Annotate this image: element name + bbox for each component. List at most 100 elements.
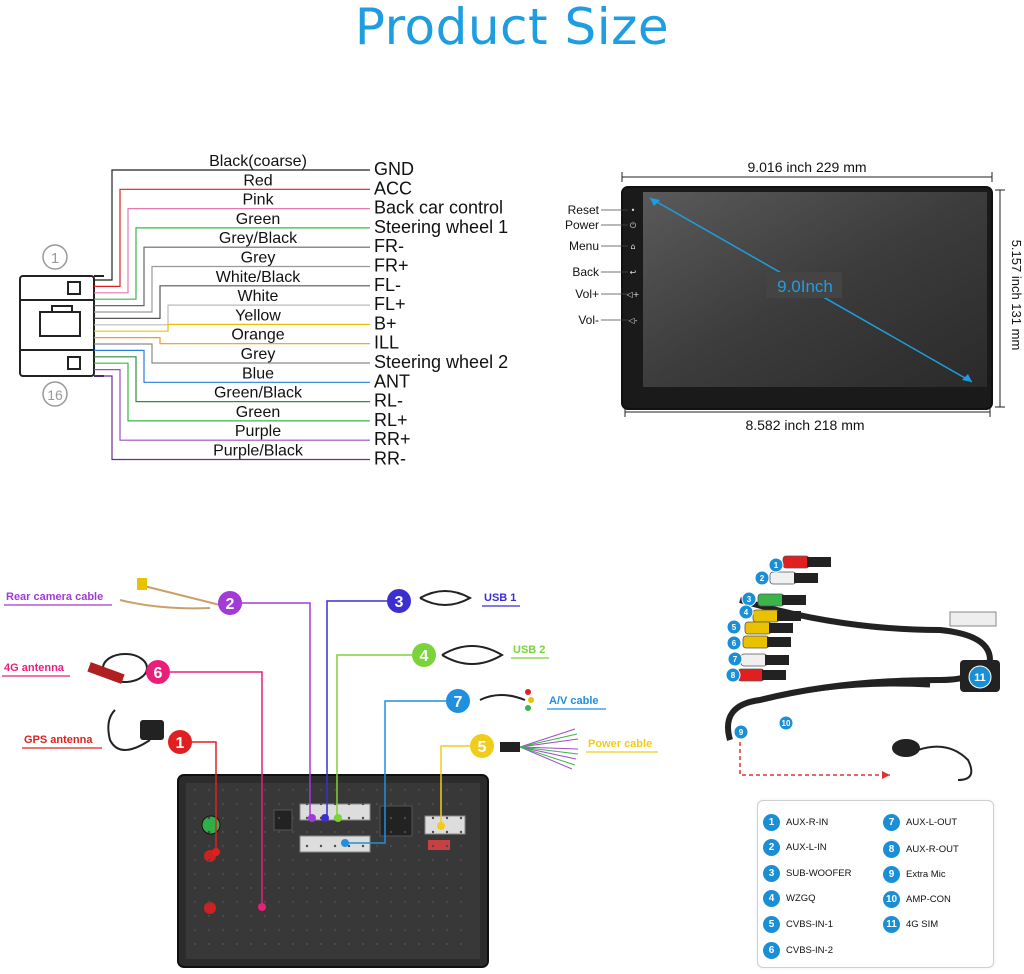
rear-camera-cable-icon	[119, 578, 221, 610]
rca-plug	[757, 593, 785, 607]
wire-pin-label: RL-	[374, 391, 403, 411]
connection-badge	[387, 589, 411, 613]
wire-color-label: White	[238, 288, 279, 305]
legend-number-badge: 3	[763, 865, 780, 882]
connection-label: Rear camera cable	[6, 591, 103, 603]
connection-line	[440, 745, 470, 826]
legend-number-badge: 6	[763, 942, 780, 959]
wire-color-label: Green	[236, 404, 280, 421]
hw-button-icon[interactable]: •	[631, 206, 636, 215]
legend-number-badge: 2	[763, 839, 780, 856]
legend-number-badge: 5	[763, 916, 780, 933]
harness-marker-number: 2	[760, 574, 765, 583]
harness-marker	[768, 557, 784, 573]
wire-pin-label: Steering wheel 1	[374, 217, 508, 237]
connection-badge-number: 6	[154, 665, 163, 682]
width-label: 9.016 inch 229 mm	[747, 159, 866, 175]
harness-marker	[725, 667, 741, 683]
bottom-label: 8.582 inch 218 mm	[745, 417, 864, 433]
av-port-block	[299, 835, 371, 853]
hw-button-icon[interactable]: ↩	[630, 268, 637, 277]
harness-marker	[726, 619, 742, 635]
connection-line	[336, 654, 412, 817]
connection-label: A/V cable	[549, 695, 599, 707]
harness-marker	[778, 715, 794, 731]
harness-marker-number: 6	[732, 639, 737, 648]
legend-item: 2 AUX-L-IN	[763, 839, 827, 856]
harness-marker	[733, 724, 749, 740]
4g-antenna-icon	[87, 653, 148, 684]
connection-badge	[218, 591, 242, 615]
rca-plug	[740, 653, 768, 667]
connection-line	[326, 600, 387, 817]
connection-badge	[146, 660, 170, 684]
wire-pin-label: FR+	[374, 256, 409, 276]
connector-plug	[19, 275, 104, 377]
connector-pin-16-label: 16	[47, 387, 63, 403]
legend-label: AMP-CON	[906, 894, 951, 905]
legend-number-badge: 8	[883, 841, 900, 858]
connection-line	[242, 602, 311, 817]
harness-marker	[738, 604, 754, 620]
harness-marker	[968, 665, 992, 689]
harness-marker-number: 3	[747, 595, 752, 604]
hw-button-icon[interactable]: ⏻	[630, 221, 637, 230]
legend-number-badge: 10	[883, 891, 900, 908]
wire-line	[94, 343, 370, 364]
harness-marker-number: 1	[774, 561, 779, 570]
hw-button-label: Back	[572, 265, 600, 279]
harness-marker-number: 4	[744, 608, 749, 617]
harness-marker-number: 11	[974, 672, 986, 684]
wire-line	[94, 323, 370, 332]
wire-pin-label: FL-	[374, 275, 401, 295]
legend-item: 5 CVBS-IN-1	[763, 916, 833, 933]
wire-color-label: Yellow	[235, 307, 281, 324]
wire-color-label: White/Black	[216, 269, 301, 286]
legend-label: SUB-WOOFER	[786, 868, 852, 879]
connection-label: 4G antenna	[4, 662, 65, 674]
wire-pin-label: RR-	[374, 449, 406, 469]
legend-number-badge: 9	[883, 866, 900, 883]
wire-line	[94, 349, 370, 383]
hw-button-label: Power	[565, 218, 599, 232]
hw-button-icon[interactable]: ◁+	[626, 290, 640, 299]
wire-color-label: Grey	[241, 346, 276, 363]
hw-button-label: Vol+	[575, 287, 599, 301]
hw-button-icon[interactable]: ⌂	[630, 242, 635, 251]
legend-number-badge: 4	[763, 890, 780, 907]
connection-badge	[470, 734, 494, 758]
wire-color-label: Orange	[231, 327, 284, 344]
legend-number-badge: 11	[883, 916, 900, 933]
usb2-cable-icon	[441, 645, 504, 665]
wire-line	[94, 362, 370, 422]
rca-plug	[737, 668, 765, 682]
connection-line	[192, 741, 217, 852]
legend-label: CVBS-IN-1	[786, 919, 833, 930]
connector-pin-16-marker	[42, 381, 68, 407]
wire-line	[94, 246, 370, 307]
wire-line	[94, 356, 370, 403]
wire-pin-label: ILL	[374, 333, 399, 353]
diagonal-label: 9.0Inch	[777, 277, 833, 296]
hw-button-icon[interactable]: ◁-	[627, 316, 637, 325]
height-label: 5.157 inch 131 mm	[1009, 240, 1024, 351]
legend-label: AUX-L-IN	[786, 842, 827, 853]
harness-marker-number: 9	[739, 728, 744, 737]
legend-label: AUX-R-OUT	[906, 844, 959, 855]
wire-pin-label: FL+	[374, 294, 406, 314]
wire-color-label: Blue	[242, 365, 274, 382]
wire-line	[94, 169, 370, 281]
gps-antenna-icon	[107, 709, 164, 751]
legend-label: CVBS-IN-2	[786, 945, 833, 956]
connector-pin-1-label: 1	[51, 250, 59, 267]
rca-plug	[752, 609, 780, 623]
legend-item: 8 AUX-R-OUT	[883, 841, 959, 858]
harness-marker-number: 8	[731, 671, 736, 680]
